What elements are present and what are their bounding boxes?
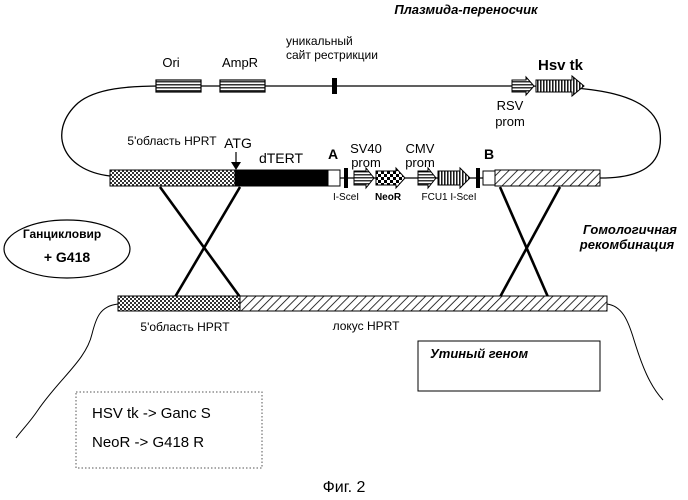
genome-hprt5-label: 5'область HPRT xyxy=(140,320,230,334)
ori-label: Ori xyxy=(162,55,179,70)
genome-right-tail xyxy=(607,304,663,400)
hsv-tk-label: Hsv tk xyxy=(538,57,584,74)
cmv-label-line2: prom xyxy=(405,155,435,170)
site-b-box xyxy=(483,171,495,185)
duck-genome-label: Утиный геном xyxy=(430,346,528,361)
genome-hprt-locus-box xyxy=(240,296,607,311)
isce1-a-label: I-SceI xyxy=(333,192,359,203)
ori-box xyxy=(156,80,201,92)
neor-label: NeoR xyxy=(375,192,402,203)
hprt3-box xyxy=(495,170,600,186)
unique-restriction-site-marker xyxy=(332,78,337,94)
legend-box xyxy=(76,392,262,468)
rsv-label-line1: RSV xyxy=(497,98,524,113)
unique-site-label-line2: сайт рестрикции xyxy=(286,48,378,62)
sv40-label-line1: SV40 xyxy=(350,141,382,156)
atg-label: ATG xyxy=(224,135,252,151)
sv40-label-line2: prom xyxy=(351,155,381,170)
dtert-label: dTERT xyxy=(259,150,304,166)
hprt5-box xyxy=(110,170,235,186)
dtert-box xyxy=(235,170,328,186)
ampr-label: AmpR xyxy=(222,55,258,70)
crossover-left-a xyxy=(160,187,240,297)
recombination-line1: Гомологичная xyxy=(583,222,677,237)
rsv-label-line2: prom xyxy=(495,114,525,129)
dtert-end-box xyxy=(328,170,340,186)
ampr-box xyxy=(220,80,265,92)
hprt5-label: 5'область HPRT xyxy=(127,134,217,148)
cmv-label-line1: CMV xyxy=(406,141,435,156)
hsv-tk-arrow xyxy=(536,76,584,96)
crossover-left-b xyxy=(175,187,240,297)
plasmid-title: Плазмида-переносчик xyxy=(394,2,539,17)
fcu1-arrow xyxy=(438,168,470,188)
legend-line1: HSV tk -> Ganc S xyxy=(92,405,211,422)
fcu1-label: FCU1 I-SceI xyxy=(421,192,476,203)
selection-line2: + G418 xyxy=(44,249,91,265)
atg-arrow-head xyxy=(231,162,241,170)
site-a-label: A xyxy=(328,146,338,162)
selection-line1: Ганцикловир xyxy=(23,227,101,241)
cmv-prom-arrow xyxy=(418,168,436,188)
genome-hprt5-box xyxy=(118,296,240,311)
recombination-line2: рекомбинация xyxy=(579,237,675,252)
rsv-prom-arrow xyxy=(512,77,534,95)
neor-arrow xyxy=(376,168,405,188)
figure-caption: Фиг. 2 xyxy=(323,479,366,496)
crossover-right-b xyxy=(500,187,560,297)
isce1-b-marker xyxy=(476,168,480,188)
isce1-a-marker xyxy=(344,168,348,188)
sv40-prom-arrow xyxy=(354,168,374,188)
crossover-right-a xyxy=(500,187,548,297)
site-b-label: B xyxy=(484,146,494,162)
unique-site-label-line1: уникальный xyxy=(286,34,353,48)
legend-line2: NeoR -> G418 R xyxy=(92,434,204,451)
genome-locus-label: локус HPRT xyxy=(333,319,401,333)
